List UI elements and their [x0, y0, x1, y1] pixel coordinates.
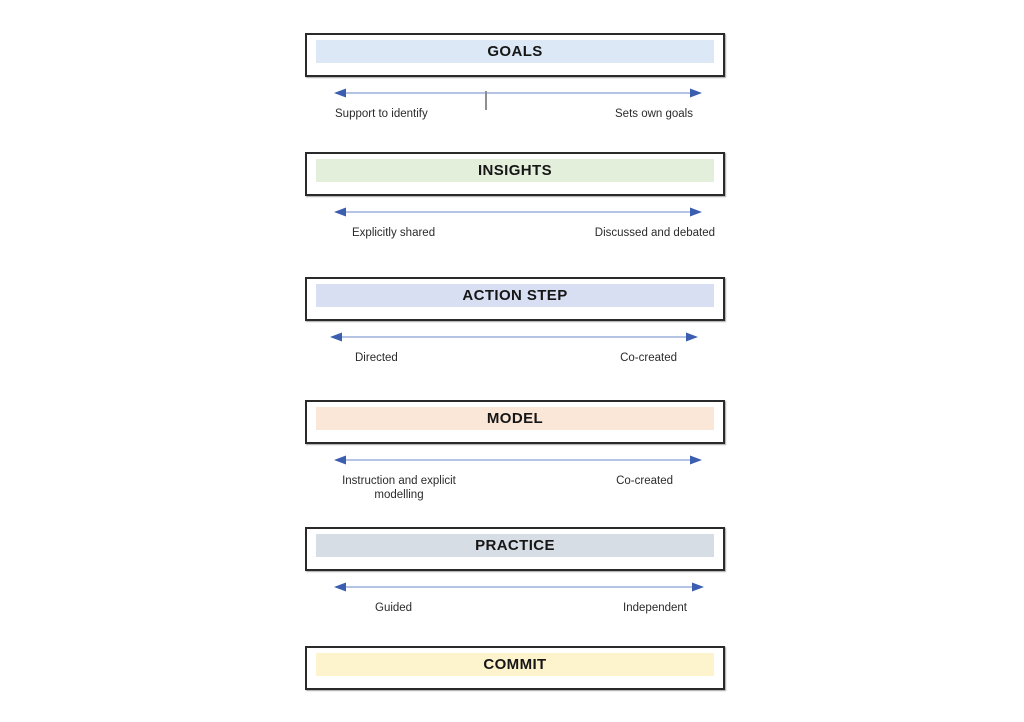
section-model: MODEL Instruction and explicit modelling… [305, 400, 725, 502]
model-title: MODEL [316, 407, 714, 430]
insights-right-label: Discussed and debated [594, 227, 715, 239]
position-marker-tick [485, 91, 487, 110]
goals-title: GOALS [316, 40, 714, 63]
action-step-arrow-row [305, 330, 725, 346]
section-commit: COMMIT [305, 646, 725, 690]
goals-right-label: Sets own goals [615, 108, 693, 120]
practice-box: PRACTICE [305, 527, 725, 571]
section-goals: GOALS Support to identify Sets own goals [305, 33, 725, 121]
action-step-right-label: Co-created [620, 352, 677, 364]
model-labels: Instruction and explicit modelling Co-cr… [305, 474, 725, 502]
model-box: MODEL [305, 400, 725, 444]
practice-arrow-row [305, 580, 725, 596]
model-arrow-row [305, 453, 725, 469]
action-step-title: ACTION STEP [316, 284, 714, 307]
goals-arrow-row [305, 86, 725, 110]
insights-left-label: Explicitly shared [352, 227, 436, 239]
commit-box: COMMIT [305, 646, 725, 690]
practice-right-label: Independent [623, 602, 687, 614]
practice-title: PRACTICE [316, 534, 714, 557]
insights-title: INSIGHTS [316, 159, 714, 182]
double-arrow [334, 455, 702, 465]
insights-arrow-row [305, 205, 725, 221]
double-arrow [334, 207, 702, 217]
insights-box: INSIGHTS [305, 152, 725, 196]
commit-title: COMMIT [316, 653, 714, 676]
double-arrow [334, 582, 704, 592]
section-action-step: ACTION STEP Directed Co-created [305, 277, 725, 365]
practice-labels: Guided Independent [305, 601, 725, 615]
double-arrow [330, 332, 698, 342]
section-practice: PRACTICE Guided Independent [305, 527, 725, 615]
practice-left-label: Guided [375, 602, 413, 614]
section-insights: INSIGHTS Explicitly shared Discussed and… [305, 152, 725, 240]
double-arrow [334, 88, 702, 98]
goals-labels: Support to identify Sets own goals [305, 107, 725, 121]
goals-left-label: Support to identify [335, 108, 428, 120]
action-step-left-label: Directed [355, 352, 398, 364]
goals-box: GOALS [305, 33, 725, 77]
action-step-box: ACTION STEP [305, 277, 725, 321]
model-left-label: Instruction and explicit modelling [342, 475, 456, 501]
insights-labels: Explicitly shared Discussed and debated [305, 226, 725, 240]
model-right-label: Co-created [616, 475, 673, 487]
action-step-labels: Directed Co-created [305, 351, 725, 365]
